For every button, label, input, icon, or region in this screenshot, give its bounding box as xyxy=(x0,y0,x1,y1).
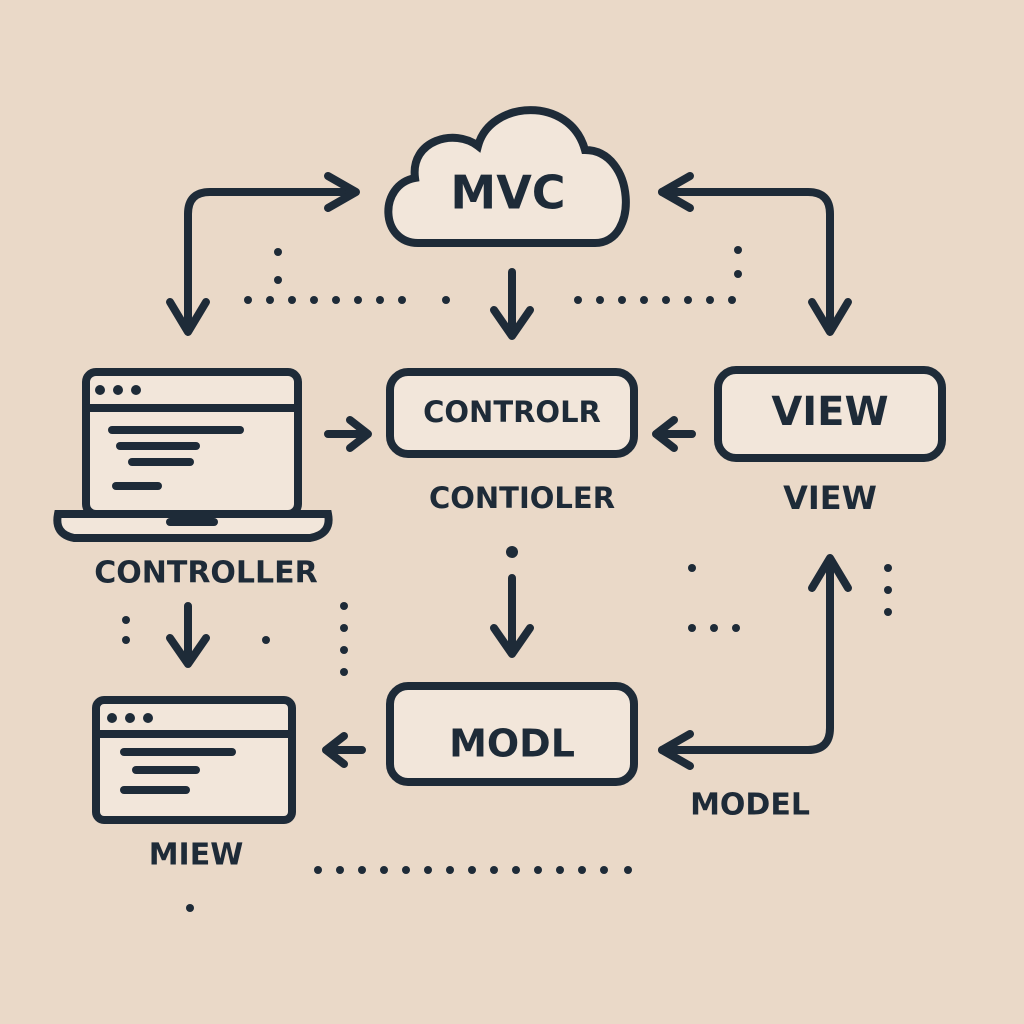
cloud-left-arrow-line xyxy=(184,188,359,334)
controller-to-model-arrow xyxy=(490,574,534,658)
view-up-arrowhead-icon xyxy=(808,554,852,592)
dotted-guides xyxy=(122,246,892,912)
cloud-left-arrowhead-icon xyxy=(324,172,360,212)
laptop-icon xyxy=(53,368,333,542)
view-box-label: VIEW xyxy=(771,389,888,435)
cloud-icon xyxy=(384,106,630,247)
mvc-cloud: MVC xyxy=(384,106,630,247)
view-to-controller-arrow xyxy=(652,416,696,452)
window-caption: MIEW xyxy=(149,838,244,873)
cloud-right-arrowhead-icon xyxy=(658,172,694,212)
model-caption: MODEL xyxy=(690,788,810,823)
controller-caption: CONTIOLER xyxy=(429,481,615,515)
controller-down-dot xyxy=(506,546,518,558)
laptop-down-arrowhead-icon xyxy=(166,298,210,336)
model-box: MODL xyxy=(386,682,638,786)
laptop-caption: CONTROLLER xyxy=(94,556,318,591)
model-box-label: MODL xyxy=(449,722,575,766)
cloud-down-arrowhead-icon xyxy=(490,306,534,340)
view-box: VIEW xyxy=(714,366,946,462)
laptop-to-window-arrow xyxy=(166,602,210,668)
model-to-window-arrow xyxy=(322,732,366,768)
top-connectors xyxy=(166,172,852,340)
cloud-label: MVC xyxy=(450,166,565,220)
view-down-arrowhead-icon xyxy=(808,298,852,336)
controller-box-label: CONTROLR xyxy=(423,395,601,429)
cloud-right-arrow-line xyxy=(658,188,834,334)
controller-box: CONTROLR xyxy=(386,368,638,458)
browser-window-icon xyxy=(92,696,296,824)
view-caption: VIEW xyxy=(783,479,877,517)
model-to-view-arrow-line xyxy=(658,556,834,754)
laptop-to-controller-arrow xyxy=(324,416,372,452)
model-left-arrowhead-icon xyxy=(658,730,694,770)
